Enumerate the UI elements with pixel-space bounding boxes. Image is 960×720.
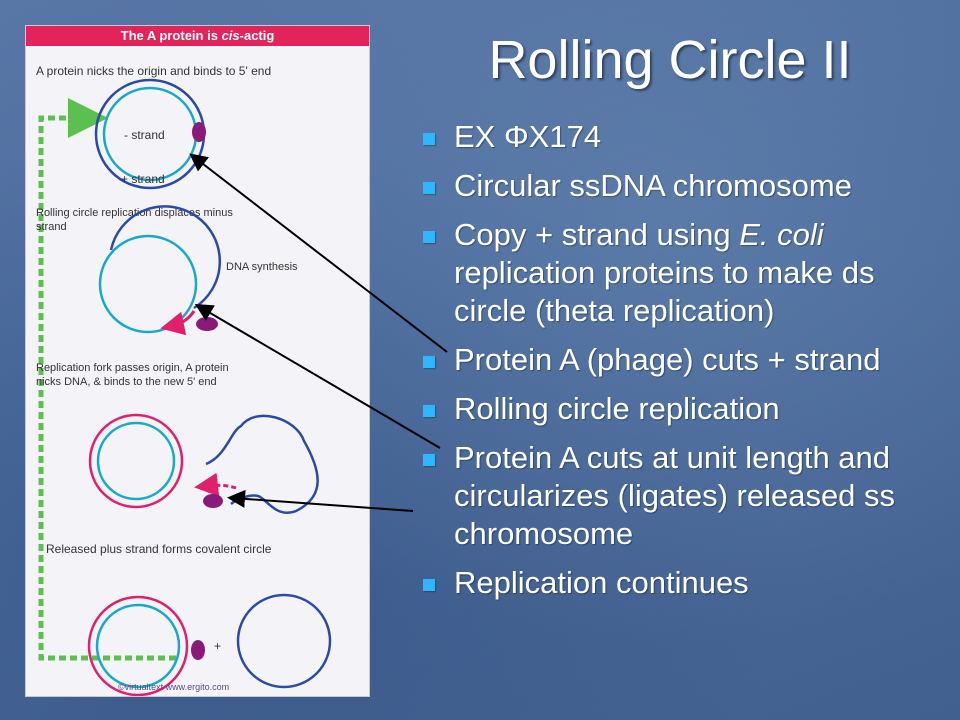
bullet-item: EX ΦX174 (420, 118, 930, 156)
bullet-text-italic: E. coli (739, 217, 824, 252)
bullet-list: EX ΦX174 Circular ssDNA chromosome Copy … (420, 118, 930, 613)
displaced-loop (205, 414, 319, 514)
bullet-square-icon (423, 454, 435, 466)
bullet-item: Circular ssDNA chromosome (420, 167, 930, 205)
ds-inner-circle (95, 603, 181, 689)
step1-caption: A protein nicks the origin and binds to … (36, 64, 271, 78)
figure-credit: ©virtualtext www.ergito.com (118, 682, 229, 692)
figure-header-italic: cis (221, 28, 240, 43)
plus-sign: + (214, 639, 221, 653)
bullet-text: EX ΦX174 (454, 119, 602, 154)
bullet-text: Circular ssDNA chromosome (454, 168, 852, 203)
bullet-item: Rolling circle replication (420, 390, 930, 428)
step3-caption-line1: Replication fork passes origin, A protei… (36, 362, 229, 374)
outer-new-circle (88, 413, 184, 509)
ds-outer-circle (87, 595, 189, 696)
displaced-minus-strand (109, 205, 222, 310)
protein-a-icon (203, 494, 223, 508)
bullet-text: Replication continues (454, 565, 749, 600)
new-strand-arrow (160, 310, 196, 336)
return-arrow (38, 98, 176, 661)
protein-a-icon (196, 317, 218, 331)
inner-template-circle (96, 421, 176, 501)
rolling-circle-figure: A protein nicks the origin and binds to … (25, 25, 370, 697)
bullet-item: Protein A cuts at unit length and circul… (420, 439, 930, 553)
step3-caption-line2: nicks DNA, & binds to the new 5' end (36, 376, 217, 388)
figure-drawing: A protein nicks the origin and binds to … (36, 64, 332, 696)
bullet-text: Protein A (phage) cuts + strand (454, 342, 881, 377)
bullet-text: Protein A cuts at unit length and circul… (454, 440, 896, 551)
minus-strand-label: - strand (124, 128, 165, 142)
bullet-item: Protein A (phage) cuts + strand (420, 341, 930, 379)
released-ss-circle (236, 593, 332, 689)
figure-header: The A protein is cis-actig (26, 26, 369, 46)
plus-strand-label: + strand (121, 172, 165, 186)
bullet-text-end: replication proteins to make ds circle (… (454, 255, 875, 328)
bullet-item: Replication continues (420, 564, 930, 602)
bullet-text: Rolling circle replication (454, 391, 780, 426)
figure-header-text: The A protein is (120, 28, 222, 43)
dna-synthesis-label: DNA synthesis (226, 261, 298, 273)
bullet-text-start: Copy + strand using (454, 217, 740, 252)
figure-header-text-end: -actig (239, 28, 275, 43)
step2-caption-line1: Rolling circle replication displaces min… (36, 207, 233, 219)
bullet-square-icon (423, 405, 435, 417)
protein-a-icon (192, 122, 206, 142)
bullet-square-icon (423, 182, 435, 194)
slide-title: Rolling Circle II (488, 30, 852, 90)
bullet-square-icon (423, 133, 435, 145)
bullet-square-icon (423, 356, 435, 368)
new-strand-arrow (194, 472, 237, 497)
bullet-square-icon (423, 231, 435, 243)
bullet-item: Copy + strand using E. coli replication … (420, 216, 930, 330)
bullet-square-icon (423, 579, 435, 591)
protein-a-icon (191, 640, 205, 660)
step4-caption: Released plus strand forms covalent circ… (46, 542, 272, 556)
step2-caption-line2: strand (36, 221, 67, 233)
template-circle (98, 234, 198, 334)
